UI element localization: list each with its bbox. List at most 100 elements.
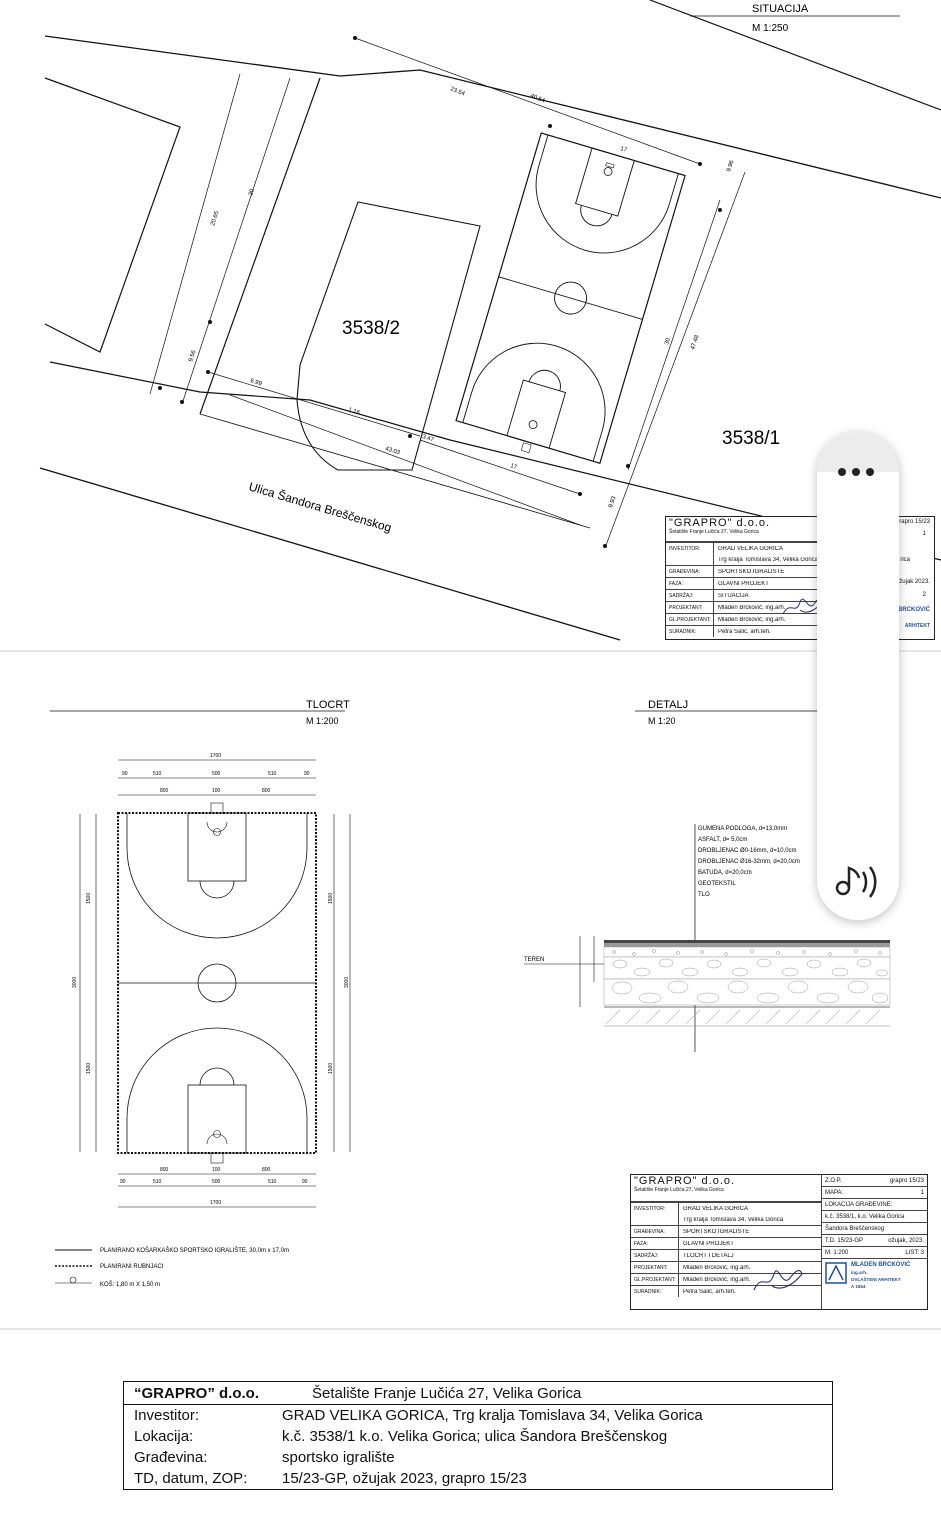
row-value: SPORTSKO IGRALIŠTE: [683, 1228, 750, 1235]
dim-label: 800: [262, 788, 271, 794]
dim-label: 3000: [72, 977, 78, 988]
row-value: Trg kralja Tomislava 34, Velika Gorica: [683, 1216, 784, 1223]
dim-label: 90: [304, 771, 310, 777]
dim-label: 1700: [210, 1200, 221, 1206]
summary-value: 15/23-GP, ožujak 2023, grapro 15/23: [282, 1470, 527, 1487]
map-key: MAPA:: [825, 1189, 844, 1196]
td-value: T.D. 15/23-GP: [825, 1237, 864, 1244]
row-key: GRAĐEVINA:: [631, 1226, 679, 1237]
dim-label: 30: [664, 337, 672, 346]
legend-item: PLANIRANI RUBNJACI: [100, 1264, 164, 1270]
map-value: 1: [922, 531, 926, 537]
tlocrt-title: TLOCRT: [306, 699, 350, 711]
row-value: Mladen Brckovič, ing.arh.: [718, 616, 786, 623]
company-address: Šetalište Franje Lučića 27, Velika Goric…: [634, 1187, 724, 1193]
dot: [866, 468, 874, 476]
logo-sub: OVLAŠTENI ARHITEKT: [851, 1277, 901, 1282]
project-info-table: “GRAPRO” d.o.o. Šetalište Franje Lučića …: [123, 1381, 833, 1490]
legend-item: PLANIRANO KOŠARKAŠKO SPORTSKO IGRALIŠTE,…: [100, 1247, 289, 1254]
zop-key: Z.O.P.: [825, 1177, 842, 1184]
site-plan-drawing: SITUACIJA M 1:250: [39, 0, 941, 641]
architect-logo-icon: [825, 1262, 847, 1284]
more-dots-icon[interactable]: [838, 468, 874, 476]
map-value: 1: [920, 1189, 924, 1196]
dim-label: 1500: [328, 1063, 334, 1074]
dim-label: 23.54: [449, 86, 466, 97]
layer-label: GUMENA PODLOGA, d=13,0mm: [698, 826, 787, 832]
row-key: SURADNIK:: [631, 1286, 679, 1297]
teren-label: TEREN: [524, 957, 544, 963]
row-key: [631, 1214, 679, 1225]
sound-icon[interactable]: [831, 858, 887, 902]
dim-label: 510: [268, 1179, 277, 1185]
dim-label: 3000: [344, 977, 350, 988]
layer-label: TLO: [698, 892, 710, 898]
date-value: ožujak, 2023.: [888, 1237, 924, 1244]
row-key: [666, 554, 714, 565]
row-value: Mladen Brckovič, ing.arh.: [683, 1276, 751, 1283]
legend-item: KOŠ: 1,80 m X 1,50 m: [100, 1281, 160, 1288]
dim-label: 500: [212, 1179, 221, 1185]
summary-key: TD, datum, ZOP:: [134, 1470, 248, 1487]
dim-label: 43.03: [384, 446, 401, 456]
row-value: SPORTSKO IGRALIŠTE: [718, 568, 785, 575]
layer-label: DROBLJENAC Ø0-16mm, d=10,0cm: [698, 848, 797, 854]
parcel-label-3538-1: 3538/1: [722, 428, 780, 449]
dim-label: 100: [212, 1167, 221, 1173]
tlocrt-scale: M 1:200: [306, 716, 339, 726]
dim-label: 800: [160, 1167, 169, 1173]
row-value: GRAD VELIKA GORICA: [683, 1205, 749, 1212]
dim-label: 9.96: [726, 159, 736, 173]
dim-label: 30: [248, 188, 256, 197]
title-block-tlocrt: "GRAPRO" d.o.o. Šetalište Franje Lučića …: [630, 1174, 928, 1310]
row-key: GRAĐEVINA:: [666, 566, 714, 577]
logo-text: BRCKOVIĆ: [897, 607, 930, 613]
dim-label: 1500: [86, 1063, 92, 1074]
parcel-label-3538-2: 3538/2: [342, 318, 400, 339]
row-key: FAZA:: [666, 578, 714, 589]
dim-label: 90: [120, 1179, 126, 1185]
dim-label: 1500: [328, 893, 334, 904]
summary-address: Šetalište Franje Lučića 27, Velika Goric…: [312, 1384, 582, 1402]
row-key: SADRŽAJ:: [666, 590, 714, 601]
layer-label: BATUDA, d=20,0cm: [698, 870, 752, 876]
floating-side-panel[interactable]: [817, 432, 899, 920]
situacija-scale: M 1:250: [752, 23, 789, 34]
dot: [838, 468, 846, 476]
dim-label: 6.99: [249, 378, 263, 387]
dim-label: 1.16: [347, 407, 361, 416]
summary-key: Lokacija:: [134, 1428, 194, 1445]
row-value: SITUACIJA: [718, 592, 749, 599]
row-value: Mladen Brckovič, ing.arh.: [718, 604, 786, 611]
row-value: Mladen Brckovič, ing.arh.: [683, 1264, 751, 1271]
dim-label: 17: [619, 146, 628, 154]
dim-label: 17: [509, 463, 518, 471]
sheet-separator: [0, 650, 941, 652]
dim-label: 9.93: [608, 495, 618, 509]
row-value: Petra Šalić, arh.teh.: [683, 1288, 736, 1295]
dim-label: 9.56: [188, 349, 198, 363]
scale-value: M. 1:200: [825, 1249, 849, 1256]
summary-value: sportsko igralište: [282, 1449, 395, 1466]
floor-plan-drawing: TLOCRT M 1:200 DETALJ M 1:20 1700 90 510…: [50, 699, 891, 1288]
situacija-title: SITUACIJA: [752, 3, 809, 15]
row-key: INVESTITOR:: [631, 1203, 679, 1214]
company-address: Šetalište Franje Lučića 27, Velika Goric…: [669, 529, 759, 535]
street-label: Ulica Šandora Breščenskog: [247, 478, 393, 534]
location-value: rica: [900, 557, 910, 563]
row-value: Petra Šalić, arh.teh.: [718, 628, 771, 635]
logo-sub: ing.arh.: [851, 1270, 868, 1275]
row-key: PROJEKTANT:: [631, 1262, 679, 1273]
dim-label: 510: [153, 1179, 162, 1185]
dim-label: 800: [160, 788, 169, 794]
sheet-separator: [0, 1328, 941, 1330]
row-value: TLOCRT I DETALJ: [683, 1252, 734, 1259]
dim-label: 510: [153, 771, 162, 777]
detalj-scale: M 1:20: [648, 716, 676, 726]
summary-key: Investitor:: [134, 1407, 200, 1424]
company-name: "GRAPRO" d.o.o.: [634, 1175, 736, 1187]
logo-name: MLADEN BRCKOVIĆ: [851, 1262, 911, 1268]
row-key: GL.PROJEKTANT:: [631, 1274, 679, 1285]
dim-label: 510: [268, 771, 277, 777]
dim-label: 800: [262, 1167, 271, 1173]
